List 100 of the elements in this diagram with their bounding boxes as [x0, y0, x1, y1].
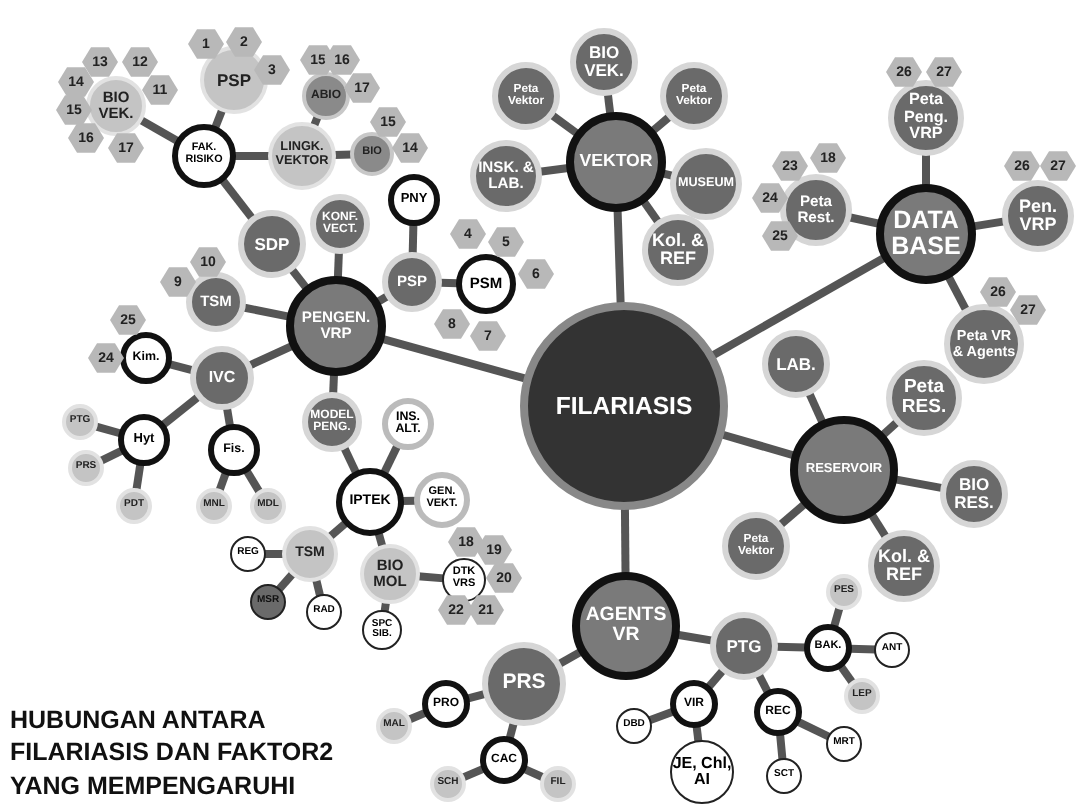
connector-line — [408, 223, 418, 255]
connector-line — [275, 570, 296, 593]
connector-line — [705, 667, 727, 690]
connector-line — [849, 644, 877, 654]
topic-circle — [482, 642, 566, 726]
connector-line — [333, 150, 353, 160]
connector-line — [264, 550, 284, 558]
topic-circle — [250, 488, 286, 524]
topic-circle — [940, 460, 1008, 528]
connector-line — [944, 274, 970, 313]
connector-line — [894, 475, 944, 493]
topic-circle — [120, 332, 172, 384]
topic-circle — [670, 740, 734, 804]
connector-line — [603, 93, 615, 115]
connector-line — [522, 765, 545, 782]
topic-circle — [86, 76, 146, 136]
topic-circle — [442, 558, 486, 602]
connector-line — [972, 217, 1006, 231]
topic-circle — [362, 610, 402, 650]
topic-circle — [540, 766, 576, 802]
connector-line — [755, 672, 772, 695]
topic-circle — [302, 392, 362, 452]
connector-line — [710, 254, 887, 359]
node-label: SDP — [254, 235, 290, 253]
topic-circle — [826, 574, 862, 610]
topic-circle — [196, 488, 232, 524]
connector-line — [223, 406, 234, 427]
topic-circle — [874, 632, 910, 668]
connector-line — [327, 519, 349, 540]
node-label: BIO RES. — [952, 476, 996, 512]
topic-circle — [310, 194, 370, 254]
node-label: Pen. VRP — [1016, 197, 1059, 235]
node-label: PRS — [502, 672, 546, 695]
topic-circle — [804, 624, 852, 672]
node-label: DATA BASE — [889, 207, 963, 261]
connector-line — [647, 707, 675, 725]
topic-circle — [208, 424, 260, 476]
topic-circle — [888, 80, 964, 156]
connector-line — [848, 213, 880, 228]
topic-circle — [868, 530, 940, 602]
topic-circle — [492, 62, 560, 130]
topic-circle — [238, 210, 306, 278]
node-label: PTG — [726, 637, 762, 655]
connector-line — [243, 468, 264, 495]
topic-circle — [118, 414, 170, 466]
connector-line — [439, 278, 459, 288]
topic-circle — [62, 404, 98, 440]
topic-circle — [382, 398, 434, 450]
topic-circle — [230, 536, 266, 572]
connector-line — [720, 430, 796, 460]
connector-line — [381, 335, 527, 383]
topic-circle — [826, 726, 862, 762]
node-label: Kol. & REF — [876, 547, 932, 585]
topic-circle — [430, 766, 466, 802]
connector-line — [613, 209, 625, 305]
connector-line — [805, 391, 827, 425]
connector-line — [340, 445, 360, 475]
connector-line — [380, 443, 402, 475]
diagram-title: HUBUNGAN ANTARA FILARIASIS DAN FAKTOR2 YANG MEMPENGARUHI — [10, 704, 336, 802]
topic-circle — [68, 450, 104, 486]
topic-circle — [642, 214, 714, 286]
connector-line — [132, 463, 145, 491]
connector-line — [211, 108, 226, 130]
topic-circle — [844, 678, 880, 714]
connector-line — [219, 177, 256, 222]
topic-circle — [710, 612, 778, 680]
node-label: FILARIASIS — [555, 393, 693, 419]
connector-line — [407, 708, 428, 724]
topic-circle — [456, 254, 516, 314]
hub-circle — [790, 416, 898, 524]
topic-circle — [190, 346, 254, 410]
connector-line — [160, 393, 201, 429]
node-label: JE, Chl, AI — [672, 755, 732, 789]
connector-line — [620, 507, 630, 575]
node-label: AGENTS VR — [583, 605, 669, 647]
topic-circle — [360, 544, 420, 604]
connector-line — [777, 500, 808, 529]
connector-line — [830, 606, 844, 628]
topic-circle — [282, 526, 338, 582]
connector-line — [234, 152, 270, 160]
connector-line — [466, 690, 487, 703]
hub-circle — [572, 572, 680, 680]
topic-circle — [670, 148, 742, 220]
connector-line — [242, 303, 290, 321]
topic-circle — [470, 140, 542, 212]
topic-circle — [306, 594, 342, 630]
connector-line — [556, 648, 583, 668]
topic-circle — [754, 688, 802, 736]
topic-circle — [670, 680, 718, 728]
connector-line — [868, 511, 890, 540]
node-label: LAB. — [776, 355, 816, 373]
topic-circle — [350, 132, 394, 176]
topic-circle — [616, 708, 652, 744]
topic-circle — [302, 72, 350, 120]
topic-circle — [186, 272, 246, 332]
topic-circle — [116, 488, 152, 524]
connector-line — [247, 342, 294, 370]
topic-circle — [172, 124, 236, 188]
topic-circle — [388, 174, 440, 226]
connector-line — [837, 663, 856, 686]
